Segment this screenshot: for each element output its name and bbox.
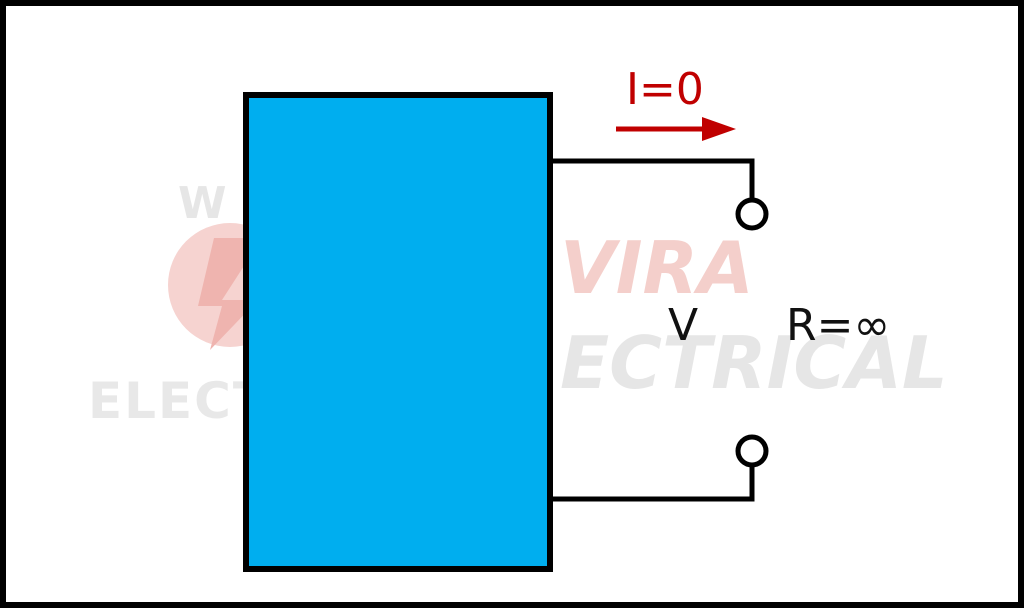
upper-terminal (735, 197, 769, 231)
resistance-label: R=∞ (786, 300, 890, 351)
lower-wire (550, 465, 755, 502)
watermark-brand: VIRA (560, 226, 754, 310)
watermark-line-left: ELECT (88, 372, 269, 430)
lower-terminal (735, 434, 769, 468)
current-arrow (616, 117, 736, 141)
voltage-label: V (668, 300, 698, 351)
watermark-text-top: W (178, 178, 227, 229)
upper-wire (550, 158, 755, 200)
current-label: I=0 (626, 64, 704, 115)
source-block (243, 92, 553, 572)
watermark-line-right: ECTRICAL (560, 321, 948, 405)
